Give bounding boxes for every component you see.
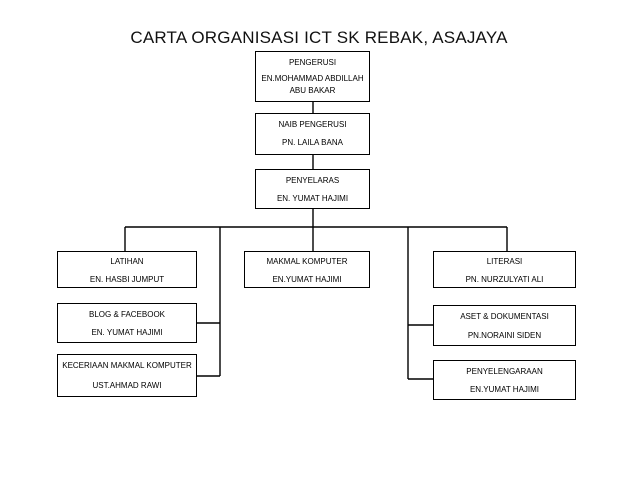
node-pengerusi: PENGERUSI EN.MOHAMMAD ABDILLAH ABU BAKAR	[255, 51, 370, 102]
node-makmal-komputer: MAKMAL KOMPUTER EN.YUMAT HAJIMI	[244, 251, 370, 288]
node-role: NAIB PENGERUSI	[278, 120, 347, 129]
node-name: ABU BAKAR	[289, 86, 336, 95]
node-name: PN.NORAINI SIDEN	[467, 331, 542, 340]
node-name: PN. NURZULYATI ALI	[465, 275, 544, 284]
node-literasi: LITERASI PN. NURZULYATI ALI	[433, 251, 576, 288]
node-role: KECERIAAN MAKMAL KOMPUTER	[62, 361, 192, 370]
node-penyelaras: PENYELARAS EN. YUMAT HAJIMI	[255, 169, 370, 209]
node-name: EN. YUMAT HAJIMI	[91, 328, 163, 337]
node-name: EN. HASBI JUMPUT	[89, 275, 165, 284]
node-role: LATIHAN	[110, 257, 144, 266]
node-keceriaan: KECERIAAN MAKMAL KOMPUTER UST.AHMAD RAWI	[57, 354, 197, 397]
node-blog-facebook: BLOG & FACEBOOK EN. YUMAT HAJIMI	[57, 303, 197, 343]
node-name: EN.YUMAT HAJIMI	[469, 385, 540, 394]
node-name: EN.MOHAMMAD ABDILLAH	[261, 74, 364, 83]
node-latihan: LATIHAN EN. HASBI JUMPUT	[57, 251, 197, 288]
node-name: EN.YUMAT HAJIMI	[272, 275, 342, 284]
node-name: EN. YUMAT HAJIMI	[276, 194, 349, 203]
node-role: PENYELENGARAAN	[466, 367, 543, 376]
node-role: BLOG & FACEBOOK	[88, 310, 166, 319]
node-role: ASET & DOKUMENTASI	[460, 312, 549, 321]
node-naib-pengerusi: NAIB PENGERUSI PN. LAILA BANA	[255, 113, 370, 155]
node-role: PENYELARAS	[285, 176, 340, 185]
node-aset-dokumentasi: ASET & DOKUMENTASI PN.NORAINI SIDEN	[433, 305, 576, 346]
node-penyelengaraan: PENYELENGARAAN EN.YUMAT HAJIMI	[433, 360, 576, 400]
node-name: UST.AHMAD RAWI	[92, 381, 162, 390]
node-role: MAKMAL KOMPUTER	[266, 257, 348, 266]
node-role: LITERASI	[486, 257, 523, 266]
node-name: PN. LAILA BANA	[282, 138, 343, 147]
node-role: PENGERUSI	[288, 58, 337, 67]
chart-title: CARTA ORGANISASI ICT SK REBAK, ASAJAYA	[130, 28, 508, 47]
